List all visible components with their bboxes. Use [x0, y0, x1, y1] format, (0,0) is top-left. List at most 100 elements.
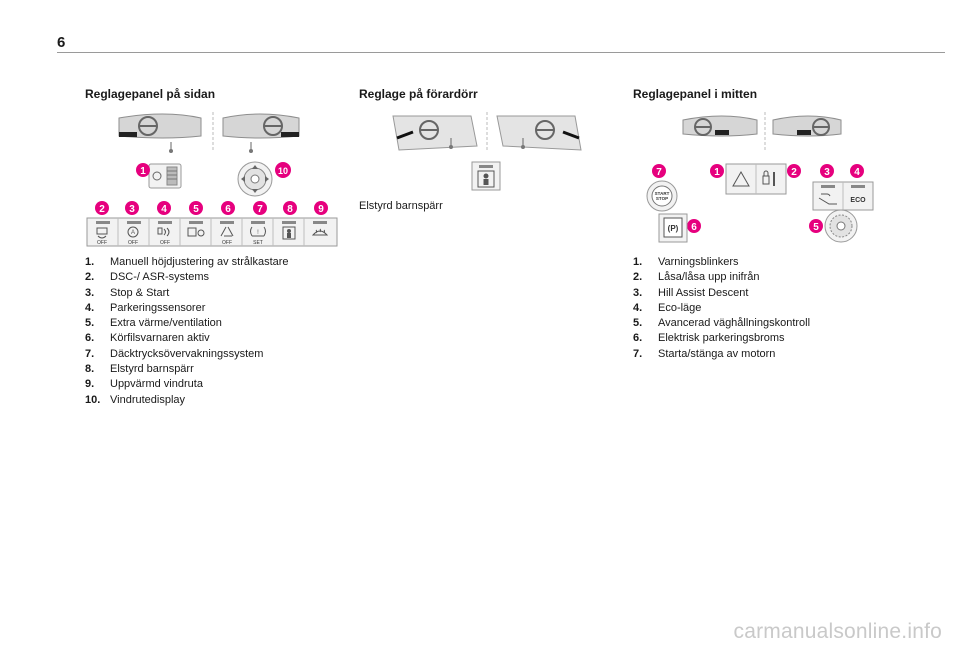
list-item: 2.DSC-/ ASR-systems	[85, 271, 210, 284]
svg-text:1: 1	[714, 167, 720, 178]
svg-text:2: 2	[791, 167, 797, 178]
svg-text:3: 3	[824, 167, 830, 178]
section-title-side-panel: Reglagepanel på sidan	[85, 87, 216, 101]
svg-text:START: START	[655, 191, 670, 196]
dashboard-lhd-icon	[682, 115, 758, 137]
list-item: 7.Starta/stänga av motorn	[633, 347, 776, 360]
callout-7: 7	[652, 164, 666, 178]
svg-text:SET: SET	[253, 240, 263, 246]
list-item: 6.Elektrisk parkeringsbroms	[633, 332, 785, 345]
callout-10: 10	[275, 162, 291, 178]
list-item: 9.Uppvärmd vindruta	[85, 378, 203, 391]
svg-text:4: 4	[161, 204, 167, 215]
svg-text:OFF: OFF	[128, 240, 138, 246]
start-stop-button-icon: START STOP	[646, 180, 678, 212]
dashboard-lhd-icon	[118, 113, 202, 153]
list-item: 1.Varningsblinkers	[633, 256, 739, 268]
callout-7: 7	[253, 201, 267, 215]
parking-sensor-icon	[157, 227, 170, 237]
section-title-centre-panel: Reglagepanel i mitten	[633, 87, 758, 101]
lock-unlock-icon	[762, 170, 775, 186]
list-item: 3.Stop & Start	[85, 286, 170, 299]
centre-panel-diagram: 7 1 2 3 4 6 5 START STOP ECO (P)	[646, 112, 874, 243]
callout-8: 8	[283, 201, 297, 215]
door-rhd-icon	[496, 115, 582, 151]
heated-windscreen-icon	[311, 228, 329, 236]
svg-text:7: 7	[257, 204, 263, 215]
heater-icon	[187, 227, 205, 237]
svg-text:2: 2	[99, 204, 105, 215]
stop-start-icon: A	[127, 226, 139, 238]
driver-door-diagram	[392, 112, 582, 191]
page-number: 6	[57, 34, 66, 51]
hazard-warning-icon	[732, 170, 750, 187]
child-lock-button-icon	[471, 161, 501, 191]
list-item: 10.Vindrutedisplay	[85, 393, 186, 406]
callout-3: 3	[820, 164, 834, 178]
list-item: 7.Däcktrycksövervakningssystem	[85, 347, 264, 360]
centre-panel-list: 1.Varningsblinkers 2.Låsa/låsa upp inifr…	[633, 255, 810, 362]
dashboard-rhd-icon	[772, 115, 842, 137]
callout-6: 6	[687, 219, 701, 233]
list-item: 4.Parkeringssensorer	[85, 301, 206, 314]
list-item: 3.Hill Assist Descent	[633, 286, 749, 299]
callout-5: 5	[809, 219, 823, 233]
list-item: 6.Körfilsvarnaren aktiv	[85, 332, 210, 345]
hud-control-icon	[237, 161, 273, 197]
svg-text:ECO: ECO	[850, 197, 866, 204]
callout-3: 3	[125, 201, 139, 215]
svg-text:8: 8	[287, 204, 293, 215]
callout-5: 5	[189, 201, 203, 215]
list-item: 4.Eco-läge	[633, 301, 702, 314]
svg-text:OFF: OFF	[222, 240, 232, 246]
svg-text:9: 9	[318, 204, 324, 215]
svg-text:5: 5	[193, 204, 199, 215]
svg-text:1: 1	[140, 166, 146, 177]
svg-text:5: 5	[813, 222, 819, 233]
callout-4: 4	[850, 164, 864, 178]
svg-text:6: 6	[691, 222, 697, 233]
svg-text:OFF: OFF	[160, 240, 170, 246]
hazard-lock-switch-block	[725, 163, 787, 195]
dsc-asr-icon	[96, 227, 108, 239]
list-item: 2.Låsa/låsa upp inifrån	[633, 271, 760, 284]
section-title-driver-door: Reglage på förardörr	[359, 87, 478, 101]
header-rule	[57, 52, 945, 53]
side-panel-diagram: 1 10 2 3 4 5 6 7 8 9 OFF A OFF OFF OFF !…	[86, 112, 338, 247]
traction-control-dial-icon	[824, 209, 858, 243]
headlamp-adjuster-icon	[148, 163, 182, 189]
tyre-pressure-icon: !	[250, 226, 266, 237]
driver-door-caption: Elstyrd barnspärr	[359, 200, 443, 212]
svg-text:4: 4	[854, 167, 860, 178]
callout-1: 1	[710, 164, 724, 178]
switch-panel-row: OFF A OFF OFF OFF ! SET	[86, 217, 338, 247]
list-item: 1.Manuell höjdjustering av strålkastare	[85, 256, 289, 268]
dashboard-rhd-icon	[222, 113, 300, 153]
child-lock-icon	[282, 226, 296, 240]
side-panel-list: 1.Manuell höjdjustering av strålkastare …	[85, 255, 289, 408]
callout-9: 9	[314, 201, 328, 215]
list-item: 8.Elstyrd barnspärr	[85, 363, 194, 376]
svg-text:(P): (P)	[668, 224, 679, 233]
svg-text:10: 10	[278, 166, 288, 176]
callout-2: 2	[787, 164, 801, 178]
callout-2: 2	[95, 201, 109, 215]
parking-brake-switch-icon: (P)	[658, 213, 688, 243]
svg-text:!: !	[257, 230, 259, 236]
svg-text:A: A	[131, 230, 135, 236]
lane-departure-icon	[220, 226, 234, 237]
svg-text:3: 3	[129, 204, 135, 215]
list-item: 5.Avancerad väghållningskontroll	[633, 317, 811, 330]
list-item: 5.Extra värme/ventilation	[85, 317, 222, 330]
door-lhd-icon	[392, 115, 478, 151]
svg-text:OFF: OFF	[97, 240, 107, 246]
hill-descent-icon	[818, 193, 837, 205]
callout-1: 1	[136, 163, 150, 177]
watermark: carmanualsonline.info	[733, 620, 942, 643]
svg-text:6: 6	[225, 204, 231, 215]
svg-text:7: 7	[656, 167, 662, 178]
callout-4: 4	[157, 201, 171, 215]
hill-descent-eco-block: ECO	[812, 181, 874, 211]
svg-text:STOP: STOP	[656, 196, 668, 201]
callout-6: 6	[221, 201, 235, 215]
